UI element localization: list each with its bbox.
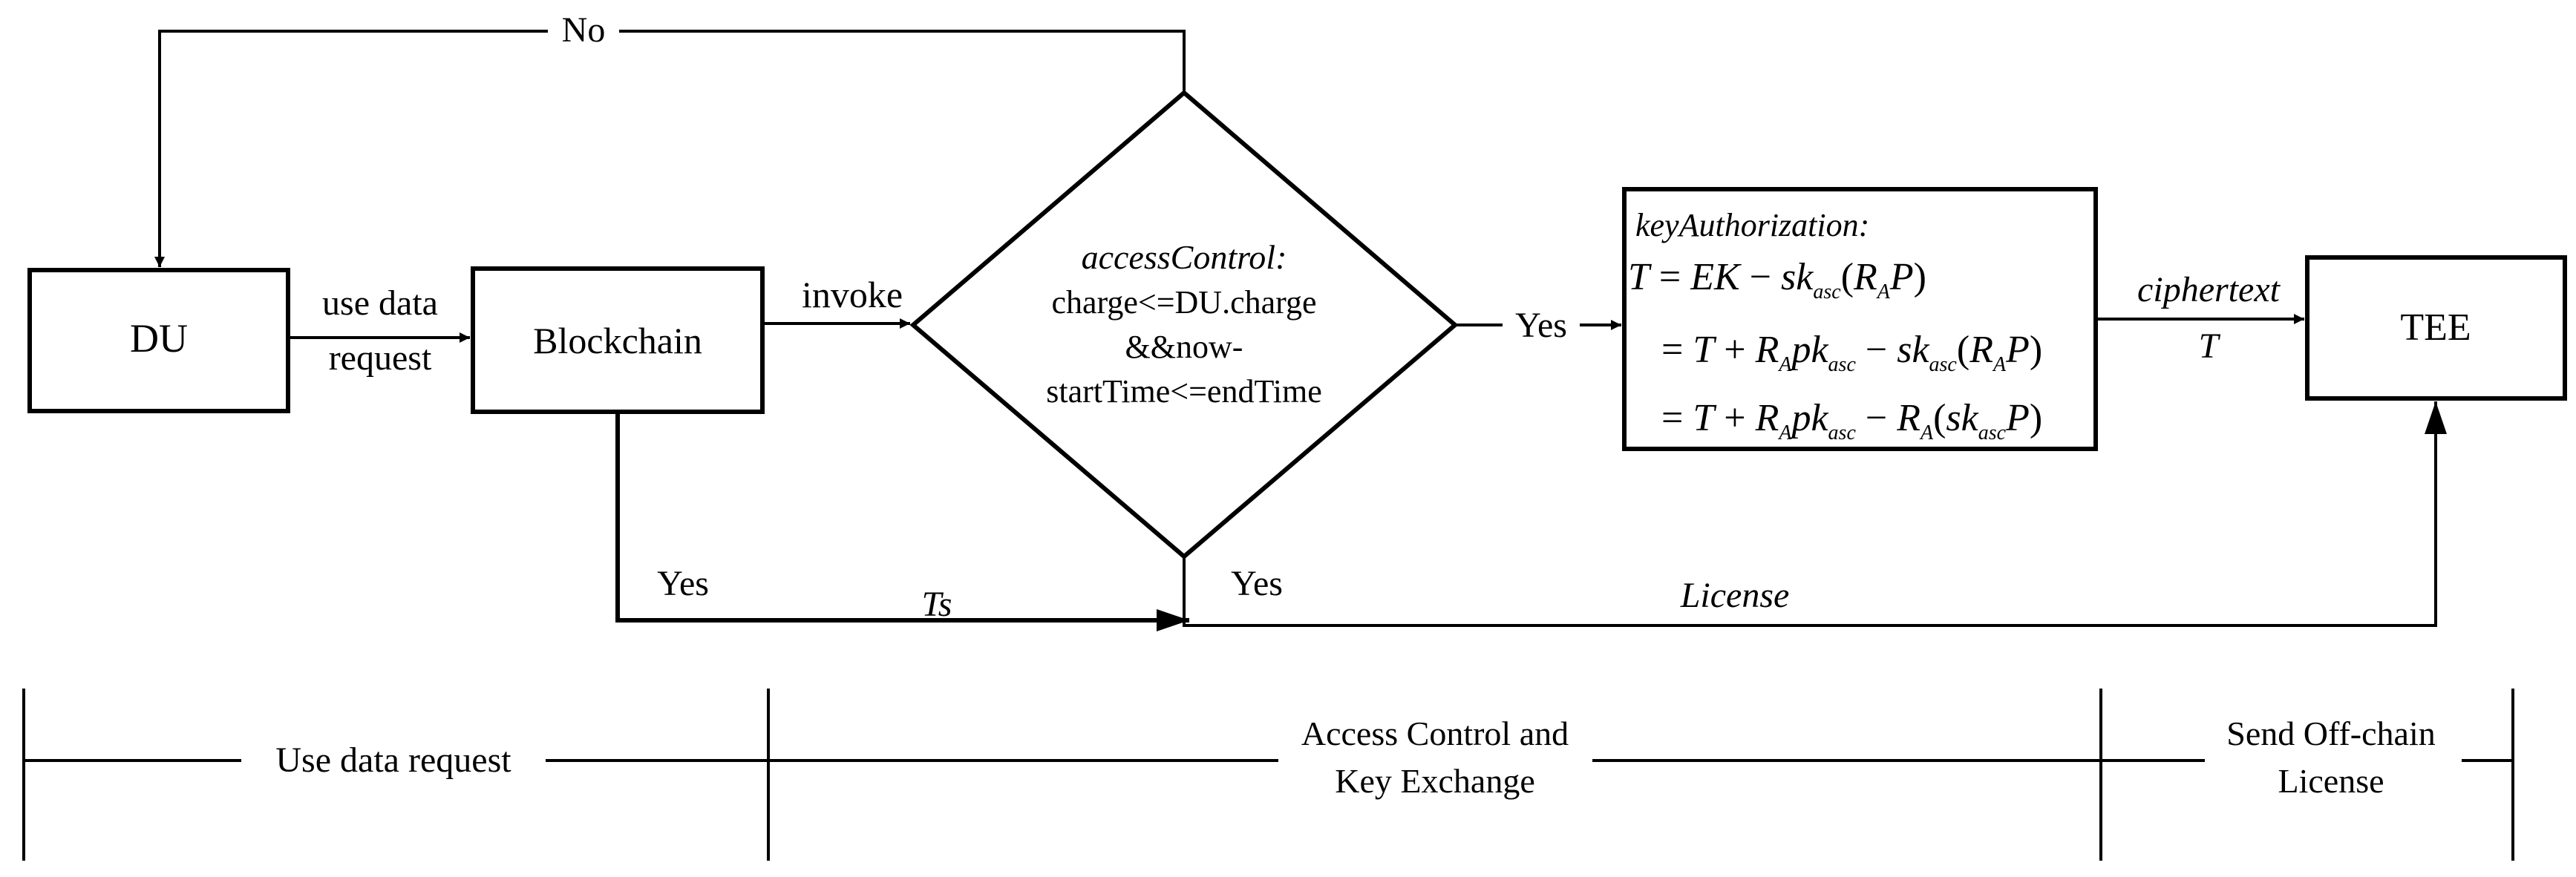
ciphertext-label: ciphertext — [2137, 270, 2281, 309]
license-edge — [1183, 401, 2447, 627]
yes-key-label: Yes — [1515, 306, 1567, 345]
license-label: License — [1680, 576, 1790, 615]
du-label: DU — [130, 316, 188, 361]
use-data-label-line1: use data — [322, 283, 438, 323]
access-control-title: accessControl: — [1082, 238, 1287, 276]
phase-send-line2: License — [2278, 762, 2384, 800]
du-node: DU — [27, 268, 290, 413]
blockchain-node: Blockchain — [471, 266, 765, 414]
yes-blockchain-label: Yes — [657, 564, 709, 603]
access-control-line3: startTime<=endTime — [1046, 373, 1322, 410]
access-control-line2: &&now- — [1125, 329, 1243, 365]
phase-use-data-request: Use data request — [275, 740, 511, 780]
tee-label: TEE — [2400, 306, 2471, 349]
key-equation-3: = T + RApkasc − RA(skascP) — [1661, 397, 2042, 444]
yes-key-label-bg — [1503, 300, 1580, 344]
no-label-bg — [548, 10, 619, 52]
phase-access-line1: Access Control and — [1301, 715, 1569, 752]
phase-send-line1: Send Off-chain — [2226, 715, 2435, 752]
use-data-label-line2: request — [329, 338, 432, 378]
invoke-label: invoke — [802, 274, 903, 315]
ciphertext-t-label: T — [2199, 326, 2221, 366]
yes-diamond-label: Yes — [1231, 564, 1283, 603]
key-authorization-title: keyAuthorization: — [1635, 207, 1869, 243]
tee-node: TEE — [2305, 255, 2567, 401]
no-loop-edge — [154, 30, 1186, 267]
access-control-decision: accessControl: charge<=DU.charge &&now- … — [909, 90, 1459, 559]
key-equation-2: = T + RApkasc − skasc(RAP) — [1661, 329, 2042, 376]
ts-label: Ts — [922, 585, 952, 624]
key-authorization-node: keyAuthorization: T = EK − skasc(RAP) = … — [1622, 187, 2098, 451]
blockchain-label: Blockchain — [533, 320, 702, 361]
phase-access-line2: Key Exchange — [1335, 762, 1535, 800]
access-control-line1: charge<=DU.charge — [1051, 284, 1316, 321]
no-label: No — [562, 10, 606, 50]
key-equation-1: T = EK − skasc(RAP) — [1628, 256, 1926, 303]
ts-edge — [615, 412, 1189, 631]
phase-timeline: Use data request Access Control and Key … — [22, 689, 2514, 861]
